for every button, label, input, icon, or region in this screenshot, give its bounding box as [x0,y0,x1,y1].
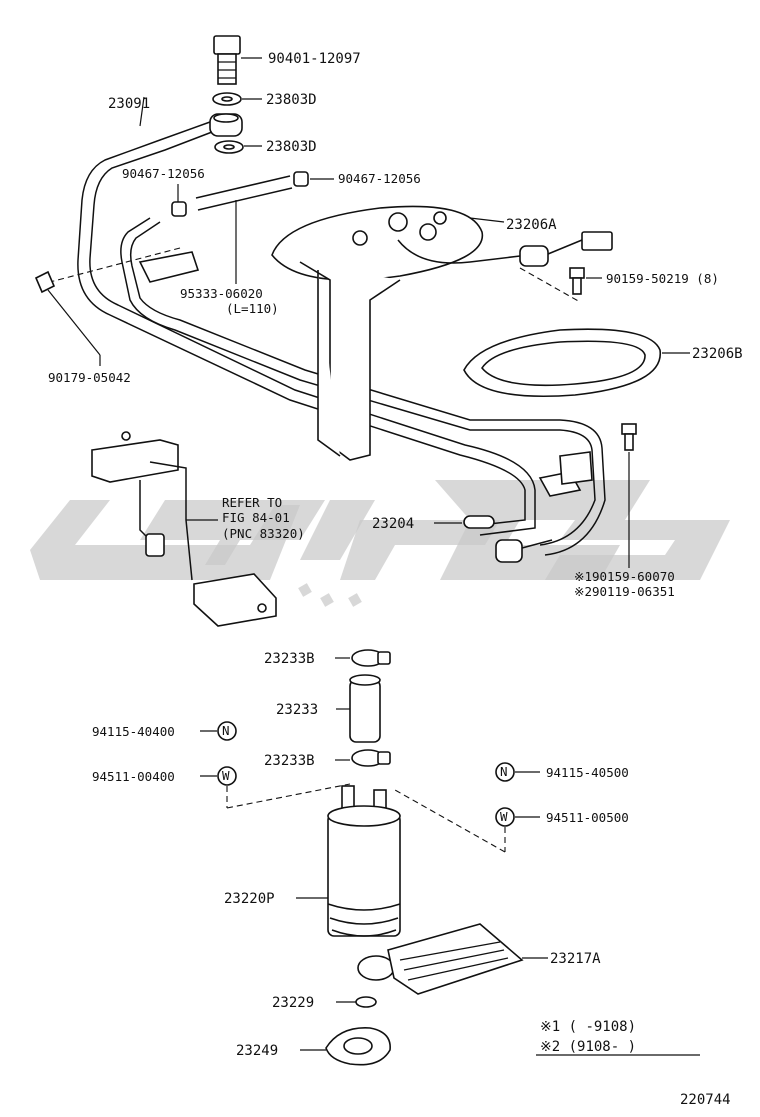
label-ref-1: REFER TO [222,495,282,510]
label-ref-3: (PNC 83320) [222,526,305,541]
hose-23233 [336,674,381,743]
clip-right [293,171,334,187]
label-gasket-b: 23803D [266,139,317,155]
screw-90159 [569,267,602,295]
label-nut-left: 94115-40400 [92,724,175,739]
fuel-filter [357,923,548,995]
clamp-band-bottom [335,749,391,767]
washer-right [394,789,540,853]
clamp-band-top [335,649,391,667]
label-pump: 23220P [224,891,275,907]
label-tube-assy: 23091 [108,96,150,112]
label-holder: 23249 [236,1043,278,1059]
label-clip-right: 90467-12056 [338,171,421,186]
washer-badge-left: W [222,768,230,783]
watermark-logo [30,480,730,607]
bolt-lower [621,423,637,568]
label-grommet: 90179-05042 [48,370,131,385]
label-washer-left: 94511-00400 [92,769,175,784]
fuel-pump [296,785,401,937]
nut-badge-left: N [222,723,230,738]
label-note-1: ※1 ( -9108) [540,1019,636,1035]
label-bolt-a: ※190159-60070 [574,569,675,584]
label-note-2: ※2 (9108- ) [540,1039,636,1055]
pump-holder [300,1027,391,1066]
label-figure-code: 220744 [680,1092,731,1108]
pump-bracket [271,205,613,461]
label-gasket-a: 23803D [266,92,317,108]
label-screw-set: 90159-50219 (8) [606,271,719,286]
grommet [34,270,101,366]
tube-bracket [49,247,200,283]
washer-badge-right: W [500,809,508,824]
label-hose: 95333-06020 [180,286,263,301]
hose-95333 [195,175,293,284]
gasket-ring [463,328,690,398]
label-ref-2: FIG 84-01 [222,510,290,525]
gasket-upper [212,92,262,106]
label-hose-23233: 23233 [276,702,318,718]
fuel-tube-assy [77,96,606,556]
label-gasket-ring: 23206B [692,346,743,362]
nut-badge-right: N [500,764,508,779]
label-tube-23204: 23204 [372,516,414,532]
label-hose-len: (L=110) [226,301,279,316]
label-nut-right: 94115-40500 [546,765,629,780]
label-bolt-upper: 90401-12097 [268,51,361,67]
nut-left [200,721,237,741]
label-band-bottom: 23233B [264,753,315,769]
clip-left [171,184,187,217]
label-clip-left: 90467-12056 [122,166,205,181]
fuel-sender-gauge [91,431,277,627]
cushion [336,996,377,1008]
eye-joint [209,113,243,137]
gasket-lower [214,140,262,154]
bolt-upper [213,35,262,85]
washer-left [200,766,351,809]
label-bolt-b: ※290119-06351 [574,584,675,599]
nut-right [495,762,540,782]
label-bracket: 23206A [506,217,557,233]
label-washer-right: 94511-00500 [546,810,629,825]
label-filter: 23217A [550,951,601,967]
label-cushion: 23229 [272,995,314,1011]
label-band-top: 23233B [264,651,315,667]
fuel-tube-23204 [434,451,593,563]
